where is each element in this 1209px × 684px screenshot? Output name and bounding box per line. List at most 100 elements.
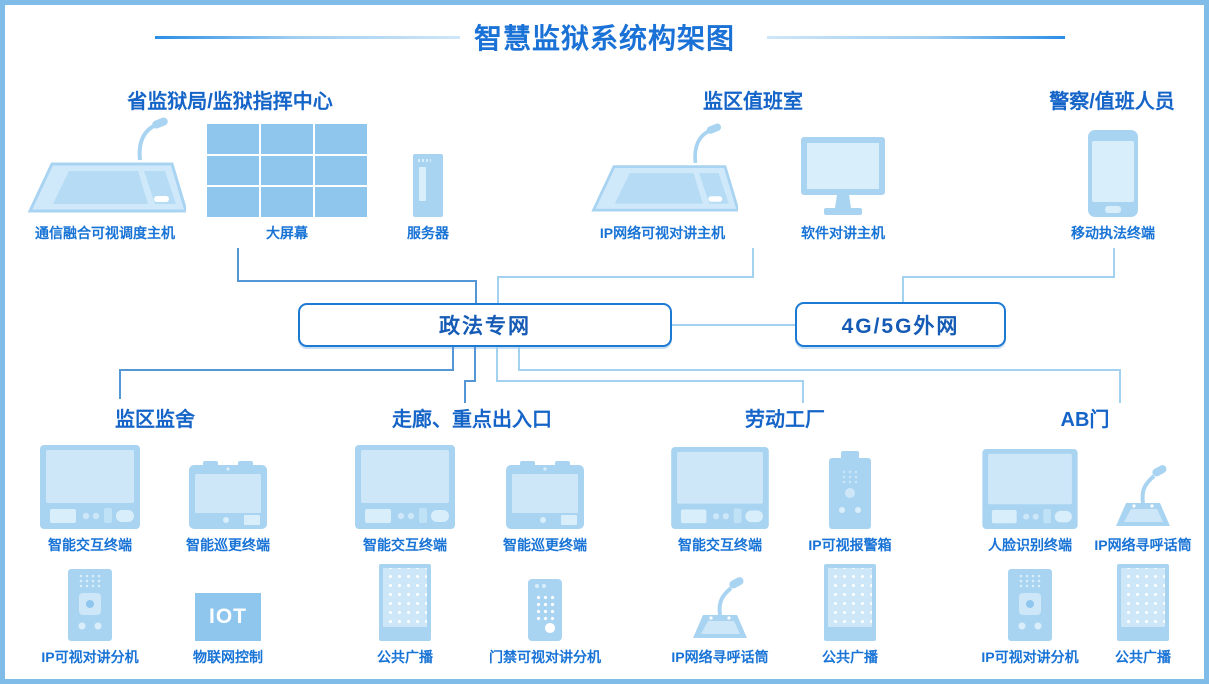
patrol-terminal-device: 智能巡更终端 — [163, 437, 293, 555]
connector — [119, 369, 454, 371]
connector — [802, 380, 804, 403]
pa-speaker-icon — [1117, 564, 1169, 641]
patrol-tablet-icon — [189, 461, 267, 529]
device-label: 智能交互终端 — [678, 537, 762, 553]
page-title: 智慧监狱系统构架图 — [473, 23, 735, 54]
device-label: 智能交互终端 — [48, 537, 132, 553]
connector — [518, 369, 1121, 371]
network-node-justice: 政法专网 — [298, 303, 672, 347]
interactive-terminal-icon — [355, 445, 455, 529]
connector — [464, 380, 466, 403]
group-title-ab-gate: AB门 — [1060, 409, 1110, 431]
network-label: 4G/5G外网 — [841, 314, 960, 338]
intercom-console-device: IP网络可视对讲主机 — [575, 113, 750, 243]
connector — [452, 347, 454, 371]
device-label: 移动执法终端 — [1071, 225, 1155, 241]
device-label: 人脸识别终端 — [988, 537, 1072, 553]
interactive-terminal-device: 智能交互终端 — [655, 437, 785, 555]
connector — [1119, 369, 1121, 403]
group-title-corridor: 走廊、重点出入口 — [392, 409, 552, 431]
pa-speaker-device: 公共广播 — [1080, 561, 1204, 667]
interactive-terminal-device: 智能交互终端 — [25, 437, 155, 555]
group-title-police: 警察/值班人员 — [1049, 91, 1175, 113]
dispatch-console-device: 通信融合可视调度主机 — [15, 113, 195, 243]
access-intercom-device: 门禁可视对讲分机 — [480, 561, 610, 667]
paging-mic-device: IP网络寻呼话筒 — [1080, 437, 1204, 555]
device-label: IP网络寻呼话筒 — [671, 649, 769, 665]
mobile-terminal-device: 移动执法终端 — [1043, 113, 1183, 243]
device-label: 智能巡更终端 — [186, 537, 270, 553]
connector — [464, 380, 476, 382]
connector — [1113, 248, 1115, 278]
connector — [119, 369, 121, 399]
connector — [497, 276, 499, 303]
connector — [497, 276, 754, 278]
connector — [237, 248, 239, 282]
server-device: 服务器 — [388, 113, 468, 243]
dispatch-console-icon — [27, 117, 186, 213]
pa-speaker-icon — [379, 564, 431, 641]
device-label: 物联网控制 — [193, 649, 263, 665]
server-icon — [413, 154, 443, 217]
device-label: 软件对讲主机 — [801, 225, 885, 241]
video-wall-device: 大屏幕 — [207, 113, 367, 243]
video-intercom-device: IP可视对讲分机 — [965, 561, 1095, 667]
connector — [752, 248, 754, 278]
device-label: IP网络可视对讲主机 — [599, 225, 726, 241]
video-intercom-icon — [1008, 569, 1052, 641]
title-decor-line-right — [767, 36, 1065, 39]
alarm-box-icon — [829, 451, 871, 529]
title-decor-line-left — [155, 36, 460, 39]
device-label: 门禁可视对讲分机 — [489, 649, 601, 665]
paging-mic-device: IP网络寻呼话筒 — [655, 561, 785, 667]
group-title-factory: 劳动工厂 — [745, 409, 825, 431]
iot-control-device: IOT 物联网控制 — [163, 561, 293, 667]
group-title-duty-room: 监区值班室 — [703, 91, 803, 113]
connector — [496, 347, 498, 382]
interactive-terminal-icon — [671, 447, 769, 529]
iot-box-icon: IOT — [195, 593, 261, 641]
patrol-terminal-device: 智能巡更终端 — [480, 437, 610, 555]
patrol-tablet-icon — [506, 461, 584, 529]
face-recognition-device: 人脸识别终端 — [965, 437, 1095, 555]
connector-networks-link — [672, 324, 795, 326]
connector — [518, 347, 520, 371]
device-label: 通信融合可视调度主机 — [35, 225, 175, 241]
device-label: 大屏幕 — [266, 225, 308, 241]
pa-speaker-device: 公共广播 — [340, 561, 470, 667]
device-label: IP可视对讲分机 — [981, 649, 1079, 665]
alarm-box-device: IP可视报警箱 — [785, 437, 915, 555]
video-intercom-icon — [68, 569, 112, 641]
device-label: 智能交互终端 — [363, 537, 447, 553]
device-label: IP网络寻呼话筒 — [1094, 537, 1192, 553]
device-label: 服务器 — [407, 225, 449, 241]
interactive-terminal-icon — [40, 445, 140, 529]
network-node-4g5g: 4G/5G外网 — [795, 302, 1006, 347]
device-label: IP可视报警箱 — [808, 537, 892, 553]
network-label: 政法专网 — [439, 315, 531, 338]
pa-speaker-icon — [824, 564, 876, 641]
connector — [474, 347, 476, 382]
connector — [237, 280, 477, 282]
intercom-console-icon — [590, 123, 738, 212]
access-intercom-icon — [528, 579, 562, 641]
device-label: 公共广播 — [377, 649, 433, 665]
connector — [475, 280, 477, 303]
video-wall-icon — [207, 124, 367, 217]
face-recognition-terminal-icon — [982, 449, 1078, 529]
connector — [902, 276, 904, 302]
interactive-terminal-device: 智能交互终端 — [340, 437, 470, 555]
software-intercom-device: 软件对讲主机 — [763, 113, 923, 243]
group-title-cells: 监区监舍 — [115, 409, 195, 431]
mobile-phone-icon — [1088, 130, 1138, 217]
paging-mic-icon — [1116, 465, 1170, 526]
device-label: 智能巡更终端 — [503, 537, 587, 553]
device-label: IP可视对讲分机 — [41, 649, 139, 665]
iot-box-text: IOT — [209, 605, 247, 628]
group-title-command-center: 省监狱局/监狱指挥中心 — [127, 91, 333, 113]
device-label: 公共广播 — [1115, 649, 1171, 665]
video-intercom-device: IP可视对讲分机 — [25, 561, 155, 667]
device-label: 公共广播 — [822, 649, 878, 665]
connector — [902, 276, 1115, 278]
paging-mic-icon — [693, 577, 747, 638]
